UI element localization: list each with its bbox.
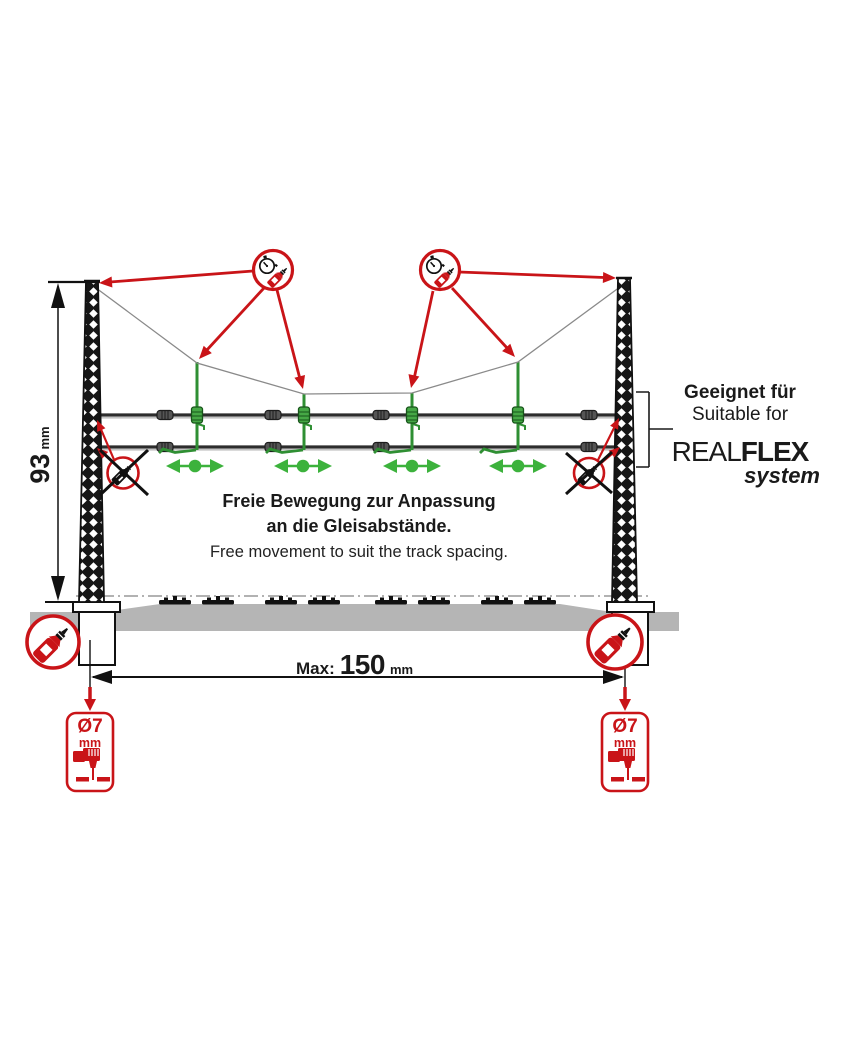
movement-arrow-4: [487, 457, 549, 475]
no-glue-badge-right: [564, 450, 614, 496]
movement-arrows: [164, 457, 549, 475]
movement-arrow-2: [272, 457, 334, 475]
track-clips: [159, 596, 556, 605]
realflex-bracket: [636, 391, 673, 468]
cross-span-wires: [97, 413, 623, 451]
drill-spec-left: [65, 711, 115, 793]
height-dimension: [45, 280, 100, 603]
left-mast-base: [72, 601, 121, 666]
baseboard: [30, 604, 679, 631]
drill-spec-right: [600, 711, 650, 793]
movement-arrow-3: [381, 457, 443, 475]
wire-connectors: [156, 409, 598, 453]
glue-time-badge-left: [251, 248, 295, 292]
movement-arrow-1: [164, 457, 226, 475]
base-glue-badge-left: [25, 614, 81, 670]
no-glue-badge-left: [98, 448, 150, 497]
dropper-1: [158, 362, 205, 454]
glue-time-badge-right: [418, 248, 462, 292]
droppers: [158, 362, 526, 454]
glue-point-arrows: [99, 269, 616, 389]
base-glue-badge-right: [586, 613, 644, 671]
width-dimension: [89, 640, 626, 687]
left-mast: [78, 279, 105, 603]
cross-out-icon: [98, 448, 150, 497]
drill-pointer-arrows: [84, 687, 631, 711]
span-wire: [91, 283, 625, 395]
dropper-4: [479, 362, 526, 454]
cross-out-icon: [564, 450, 614, 496]
no-glue-arrows: [97, 418, 620, 466]
right-mast: [611, 276, 638, 603]
